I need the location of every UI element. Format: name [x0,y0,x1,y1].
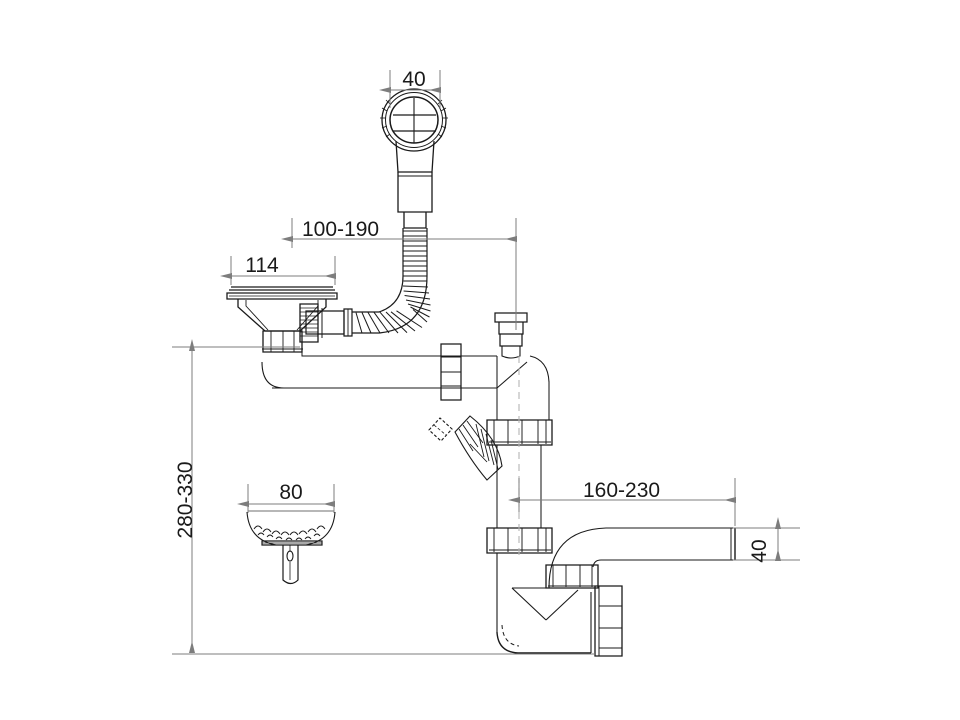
connector-union-nut-ribs [441,356,461,387]
overflow-hose-ribs-bend [355,285,431,334]
dimension-overflow-cap-diameter [379,70,441,108]
trap-upper-diagonal [496,361,528,389]
dimension-overflow-offset [281,218,517,330]
connector-union-nut [440,343,462,401]
dimension-label-overflow-cap-diameter: 40 [402,68,425,91]
cleanout-cap-group [594,585,623,657]
hose-adapter-ribs [458,420,499,470]
trap-weir-right [545,589,579,621]
trap-mid-column-group [496,445,542,528]
strainer-body-group [226,286,338,353]
connector-top-line [301,352,497,357]
trap-weir-left [511,587,547,621]
horizontal-connector-group [261,343,497,401]
outlet-elbow-outer [548,527,735,589]
appliance-inlet-upper [498,322,524,335]
outlet-elbow-group [548,527,736,589]
overflow-neck-group [395,140,435,229]
hose-adapter-group [428,415,503,481]
trap-body-bottom-arc [496,631,591,654]
dimension-total-height [172,339,595,655]
overflow-hose-end-collar [343,308,353,337]
dimension-basket-diameter [237,484,335,513]
appliance-inlet-tip [501,346,521,359]
dimension-outlet-pipe-diameter [733,517,800,561]
basket-post [282,545,299,585]
overflow-inlet-connector-group [299,303,345,343]
trap-lower-nut-body [486,527,553,554]
hose-adapter-seam [469,443,488,463]
dimension-strainer-flange [220,256,336,285]
trap-outlet-nut-group [545,564,600,589]
overflow-inlet-nut [299,303,319,343]
strainer-cone-inner-left [245,300,269,331]
basket-base-plate [261,540,323,546]
trap-right-shoulder-arc [529,355,550,383]
trap-body-bottom-hidden-arc [501,624,520,647]
dimension-label-outlet-pipe-diameter: 40 [748,539,771,562]
cleanout-cap-body [594,585,623,657]
trap-lower-nut-group [486,527,553,554]
trap-upper-body-group [496,355,550,420]
strainer-flange-body [226,292,338,300]
hose-adapter-gasket [428,417,453,442]
trap-outlet-nut-ribs [552,565,593,587]
overflow-neck-spigot [403,212,427,229]
trap-outlet-nut-body [545,564,599,589]
dimension-label-overflow-offset: 100-190 [302,218,379,241]
overflow-hose-outer-left [352,228,404,313]
bottle-trap-body-group [496,553,592,654]
dimension-label-outlet-reach: 160-230 [583,479,660,502]
outlet-elbow-inner [592,559,735,568]
appliance-inlet-lower [499,334,523,347]
strainer-basket-group [246,510,336,585]
hose-adapter-gasket-rib [433,424,447,436]
trap-lower-nut-ribs [493,528,547,552]
cleanout-cap-ribs [599,605,622,649]
basket-perforations [253,525,326,541]
dimension-outlet-reach [508,478,736,526]
connector-bend-arc [261,361,285,389]
strainer-cone-inner-right [296,300,319,331]
overflow-neck-body [397,172,433,213]
overflow-hose-outer-right [352,228,428,334]
trap-upper-nut-ribs [493,420,547,444]
dimension-label-basket-diameter: 80 [279,481,302,504]
overflow-neck-taper [395,140,435,173]
dimension-label-strainer-flange: 114 [245,254,279,277]
dimension-label-total-height: 280-330 [174,461,197,538]
hose-adapter-body [454,415,503,481]
